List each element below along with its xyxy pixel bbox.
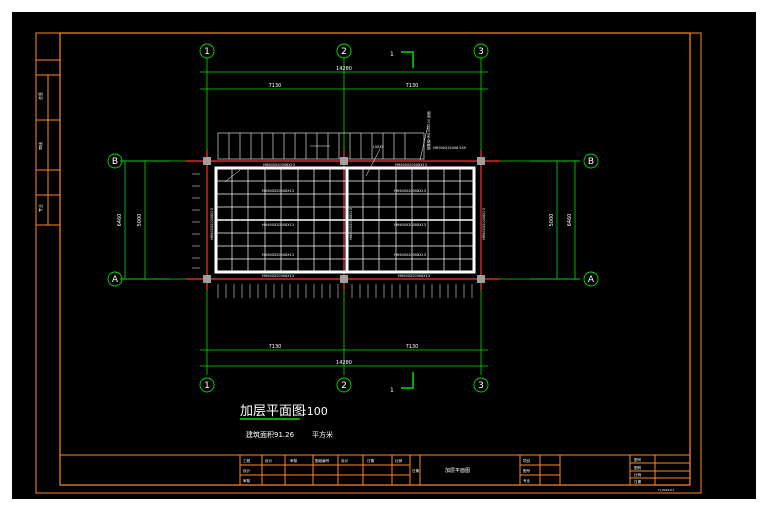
tb-r1-c4: 图纸编号 xyxy=(315,458,330,463)
anno-plate: HM300X150X6.5X9 xyxy=(433,146,466,150)
section-mark-bottom-label: 1 xyxy=(390,387,394,394)
tb-right-3: 比例 xyxy=(634,472,642,477)
dim-bottom-left: 7130 xyxy=(269,344,282,350)
tb-r1-c3: 审核 xyxy=(290,458,298,463)
axis-label-3-top: 3 xyxy=(478,47,484,57)
dim-bottom-total: 14280 xyxy=(336,360,352,366)
anno-beam-mid-3: HM400X200X8X13 xyxy=(262,223,294,227)
anno-beam-mid-2: HM400X200X8X13 xyxy=(394,189,426,193)
axis-label-1-bottom: 1 xyxy=(204,381,210,391)
tb-right-4: 日期 xyxy=(634,479,642,484)
floor-grid xyxy=(214,124,476,274)
anno-beam-mid-5: HM400X200X8X13 xyxy=(262,253,294,257)
drawing-background xyxy=(12,12,756,499)
dim-right-inner: 5000 xyxy=(549,214,555,227)
tb-r1-c6: 日期 xyxy=(367,458,375,463)
dim-left-inner: 5000 xyxy=(137,214,143,227)
anno-beam-bot-right: HM400X200X8X13 xyxy=(398,274,430,278)
strip-label-3: 专业 xyxy=(37,204,43,212)
tb-corner: YJ-2019-01 xyxy=(658,488,674,492)
anno-beam-top-left: HM400X200X8X13 xyxy=(263,163,295,167)
tb-r3-c1: 审核 xyxy=(243,478,251,483)
tb-r1-c7: 比例 xyxy=(395,458,403,463)
strip-label-2: 审核 xyxy=(37,142,43,150)
anno-beam-mid-6: HM400X200X8X13 xyxy=(394,253,426,257)
tb-r1-c2: 设计 xyxy=(265,458,273,463)
area-unit: 平方米 xyxy=(312,430,333,439)
dim-bottom-right: 7130 xyxy=(406,344,419,350)
tb-field-c: 专业 xyxy=(523,478,531,483)
dim-top-left: 7130 xyxy=(269,83,282,89)
tb-r2-c1: 设计 xyxy=(243,468,251,473)
axis-label-2-top: 2 xyxy=(341,47,347,57)
axis-label-a-right: A xyxy=(588,275,595,285)
anno-slab: L50X5 xyxy=(373,145,384,149)
drawing-scale: :100 xyxy=(303,405,328,418)
anno-beam-bot-left: HM400X200X8X13 xyxy=(262,274,294,278)
sheet-frame xyxy=(35,32,702,494)
anno-side: 钢楼梯HM100X100 剖面 xyxy=(426,111,431,150)
anno-col-right: HM400X200X8X13 xyxy=(482,208,486,240)
axis-label-1-top: 1 xyxy=(204,47,210,57)
tb-right-2: 图别 xyxy=(634,465,642,470)
axis-label-a-left: A xyxy=(112,275,119,285)
tb-field-a: 项目 xyxy=(523,458,530,463)
axis-label-2-bottom: 2 xyxy=(341,381,347,391)
dim-top-right: 7130 xyxy=(406,83,419,89)
anno-beam-mid-4: HM400X200X8X13 xyxy=(394,223,426,227)
axis-label-b-right: B xyxy=(588,157,594,167)
anno-col-left: HM400X200X8X13 xyxy=(210,208,214,240)
tb-drawing-name: 加层平面图 xyxy=(445,467,470,474)
tb-r1-c5: 设计 xyxy=(341,458,349,463)
axis-label-3-bottom: 3 xyxy=(478,381,484,391)
connection-ticks xyxy=(192,173,473,298)
dim-right-outer: 6460 xyxy=(567,214,573,227)
axis-bubbles xyxy=(107,43,599,393)
columns xyxy=(203,157,485,283)
anno-beam-top-right: HM400X200X8X13 xyxy=(395,163,427,167)
dim-top-total: 14280 xyxy=(336,66,352,72)
section-mark-top xyxy=(401,51,414,68)
dim-left-outer: 6460 xyxy=(117,214,123,227)
anno-col-mid: HM400X200X8X13 xyxy=(349,208,353,240)
anno-beam-mid-1: HM400X200X8X13 xyxy=(262,189,294,193)
staircase xyxy=(217,132,425,160)
strip-label-1: 会签 xyxy=(37,92,43,100)
tb-r1-c1: 工程 xyxy=(243,458,251,463)
axis-label-b-left: B xyxy=(112,157,118,167)
tb-field-d: 日期 xyxy=(412,468,420,473)
area-label: 建筑面积91.26 xyxy=(246,430,295,439)
section-mark-bottom xyxy=(401,372,414,389)
tb-field-b: 图号 xyxy=(523,468,531,473)
section-mark-top-label: 1 xyxy=(390,51,394,58)
drawing-title: 加层平面图 xyxy=(240,404,305,419)
tb-right-1: 图号 xyxy=(634,457,642,462)
